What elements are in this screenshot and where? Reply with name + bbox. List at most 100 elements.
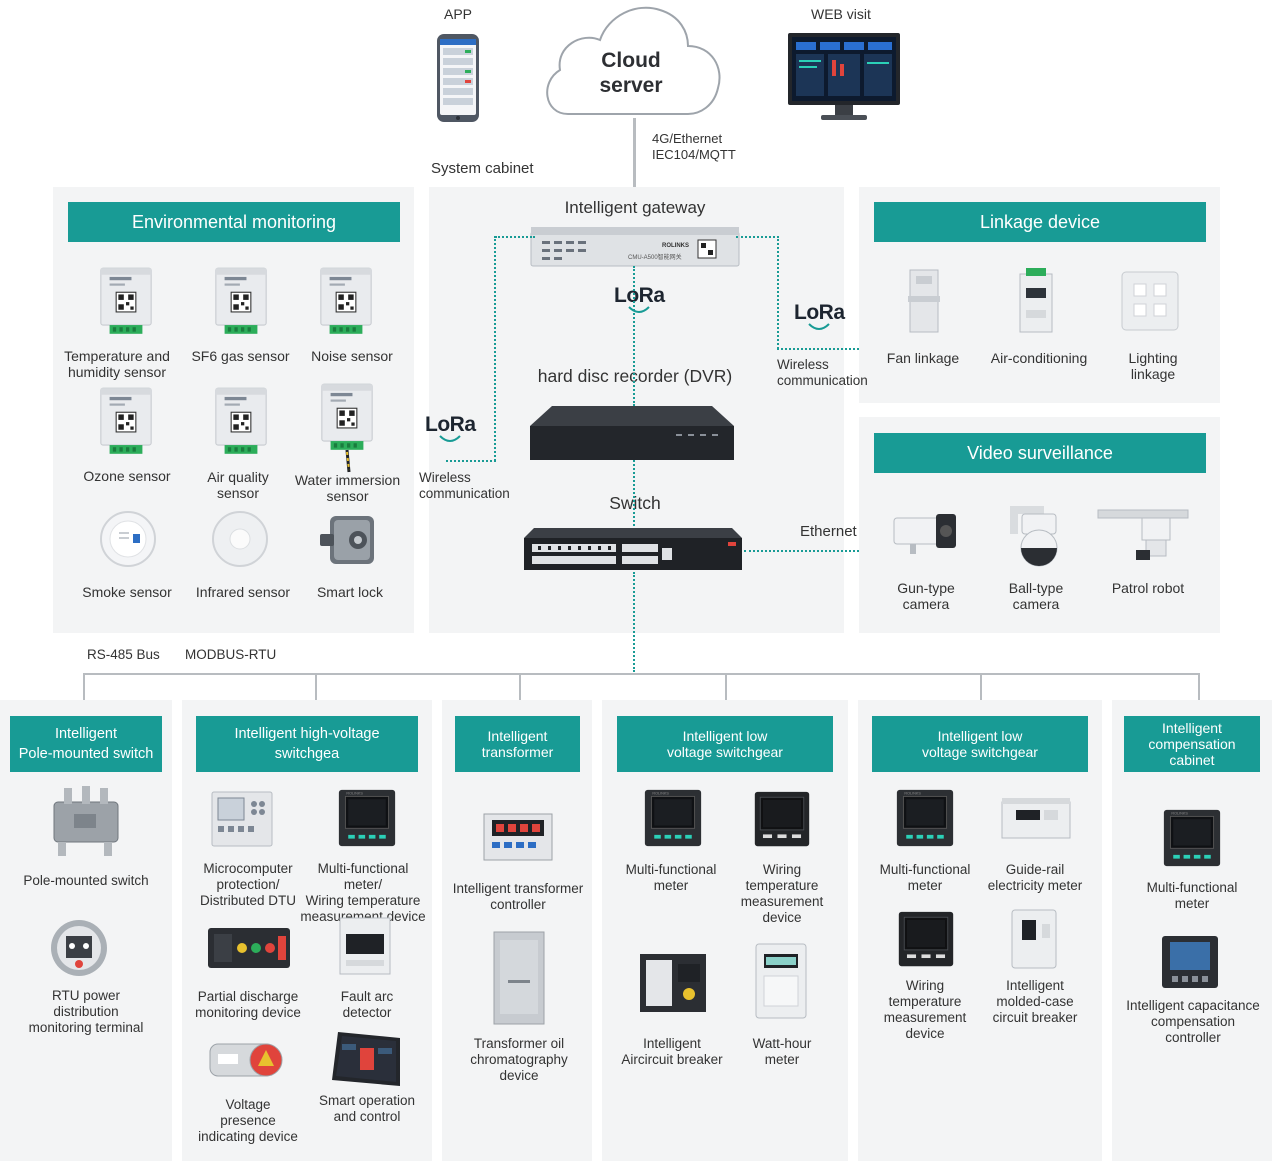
gateway-device-icon: [530, 226, 740, 268]
ethernet-label: Ethernet: [800, 523, 857, 540]
multifunction-meter-icon: [644, 789, 702, 847]
guide-rail-meter-icon: [1000, 796, 1072, 842]
lv1-item-label: Wiring temperature measurement device: [740, 862, 824, 925]
linkage-item-label: Air-conditioning: [990, 350, 1088, 366]
sf6-sensor-icon: [215, 267, 267, 335]
smart-lock-icon: [318, 512, 378, 568]
air-circuit-breaker-icon: [638, 950, 708, 1016]
cloud-server-label: Cloud server: [599, 49, 663, 97]
watt-hour-meter-icon: [754, 942, 808, 1020]
lv1-item-label: Intelligent Aircircuit breaker: [621, 1036, 723, 1067]
gateway-label: Intelligent gateway: [564, 198, 706, 217]
video-item-label: Gun-type camera: [897, 580, 955, 612]
env-item-label: SF6 gas sensor: [191, 348, 290, 364]
lv2-title: Intelligent low voltage switchgear: [872, 716, 1088, 772]
multifunction-meter-icon: [1163, 809, 1221, 867]
lv1-item-label: Multi-functional meter: [625, 862, 717, 893]
transformer-controller-icon: [482, 810, 554, 864]
multifunction-meter-icon: [896, 789, 954, 847]
multifunction-meter-icon: [338, 789, 396, 847]
smoke-sensor-icon: [99, 510, 157, 568]
app-label: APP: [444, 6, 473, 22]
switch-device-icon: [522, 526, 744, 572]
ozone-sensor-icon: [100, 387, 152, 455]
pole-title: Intelligent Pole-mounted switch: [10, 716, 162, 772]
dvr-label: hard disc recorder (DVR): [537, 366, 733, 386]
hv-item-label: Multi-functional meter/ Wiring temperatu…: [300, 861, 426, 924]
phone-icon: [436, 33, 480, 123]
transformer-item-label: Intelligent transformer controller: [452, 881, 584, 912]
wiring-temp-device-icon: [898, 911, 954, 967]
video-item-label: Patrol robot: [1111, 580, 1185, 596]
linkage-item-label: Lighting linkage: [1128, 350, 1178, 382]
comp-item-label: Multi-functional meter: [1146, 880, 1238, 911]
lv1-title: Intelligent low voltage switchgear: [617, 716, 833, 772]
voltage-presence-icon: [206, 1036, 292, 1084]
env-title: Environmental monitoring: [68, 202, 400, 242]
lora-left: LoRa: [425, 413, 476, 442]
lv1-item-label: Watt-hour meter: [752, 1036, 812, 1067]
pole-item-label: RTU power distribution monitoring termin…: [28, 988, 144, 1035]
cloud-icon: [538, 2, 724, 120]
switch-label: Switch: [609, 493, 661, 513]
temp-humidity-sensor-icon: [100, 267, 152, 335]
lora-right: LoRa: [794, 301, 845, 330]
video-title: Video surveillance: [874, 433, 1206, 473]
dvr-device-icon: [528, 404, 736, 462]
noise-sensor-icon: [320, 267, 372, 335]
hv-title: Intelligent high-voltage switchgea: [196, 716, 418, 772]
lv2-item-label: Guide-rail electricity meter: [987, 862, 1083, 893]
fan-linkage-icon: [906, 266, 942, 336]
env-item-label: Smoke sensor: [82, 584, 172, 600]
env-item-label: Temperature and humidity sensor: [64, 348, 170, 380]
env-item-label: Ozone sensor: [83, 468, 171, 484]
env-item-label: Air quality sensor: [207, 469, 269, 501]
gateway-brand: ROLINKS: [662, 243, 689, 249]
system-cabinet-label: System cabinet: [431, 160, 534, 177]
wireless-left-label: Wireless communication: [419, 470, 510, 501]
transformer-title: Intelligent transformer: [455, 716, 580, 772]
hv-item-label: Fault arc detector: [340, 989, 394, 1020]
lv2-item-label: Wiring temperature measurement device: [883, 978, 967, 1041]
hv-item-label: Smart operation and control: [318, 1093, 416, 1124]
env-item-label: Smart lock: [316, 584, 384, 600]
ball-camera-icon: [1004, 504, 1064, 570]
hv-item-label: Partial discharge monitoring device: [195, 989, 301, 1020]
pole-item-label: Pole-mounted switch: [23, 873, 149, 888]
hv-item-label: Microcomputer protection/ Distributed DT…: [199, 861, 297, 908]
env-item-label: Noise sensor: [311, 348, 393, 364]
air-conditioning-icon: [1016, 266, 1056, 336]
water-immersion-sensor-icon: [318, 380, 376, 476]
patrol-robot-icon: [1096, 506, 1190, 568]
rtu-terminal-icon: [48, 918, 110, 978]
fault-arc-detector-icon: [338, 916, 392, 976]
wireless-right-label: Wireless communication: [777, 357, 868, 388]
infrared-sensor-icon: [212, 510, 268, 568]
lora-logo: LoRa: [794, 301, 845, 324]
molded-case-breaker-icon: [1010, 908, 1058, 970]
gun-camera-icon: [890, 510, 960, 556]
lv2-item-label: Intelligent molded-case circuit breaker: [992, 978, 1078, 1025]
comp-title: Intelligent compensation cabinet: [1124, 716, 1260, 772]
wiring-temp-device-icon: [754, 791, 810, 847]
modbus-label: MODBUS-RTU: [185, 647, 277, 662]
hv-item-label: Voltage presence indicating device: [198, 1097, 298, 1144]
env-item-label: Water immersion sensor: [294, 472, 401, 504]
monitor-icon: [787, 32, 901, 122]
transformer-item-label: Transformer oil chromatography device: [470, 1036, 568, 1083]
pole-switch-icon: [44, 784, 128, 860]
env-item-label: Infrared sensor: [195, 584, 291, 600]
smart-operation-icon: [330, 1030, 406, 1088]
lighting-switch-icon: [1120, 270, 1180, 332]
air-quality-sensor-icon: [215, 387, 267, 455]
linkage-item-label: Fan linkage: [886, 350, 960, 366]
comp-item-label: Intelligent capacitance compensation con…: [1126, 998, 1260, 1045]
lora-logo: LoRa: [425, 413, 476, 436]
capacitance-controller-icon: [1160, 934, 1220, 990]
lv2-item-label: Multi-functional meter: [879, 862, 971, 893]
rs485-label: RS-485 Bus: [87, 647, 160, 662]
lora-logo: LoRa: [614, 284, 665, 307]
web-visit-label: WEB visit: [811, 6, 871, 22]
linkage-title: Linkage device: [874, 202, 1206, 242]
video-item-label: Ball-type camera: [1008, 580, 1064, 612]
